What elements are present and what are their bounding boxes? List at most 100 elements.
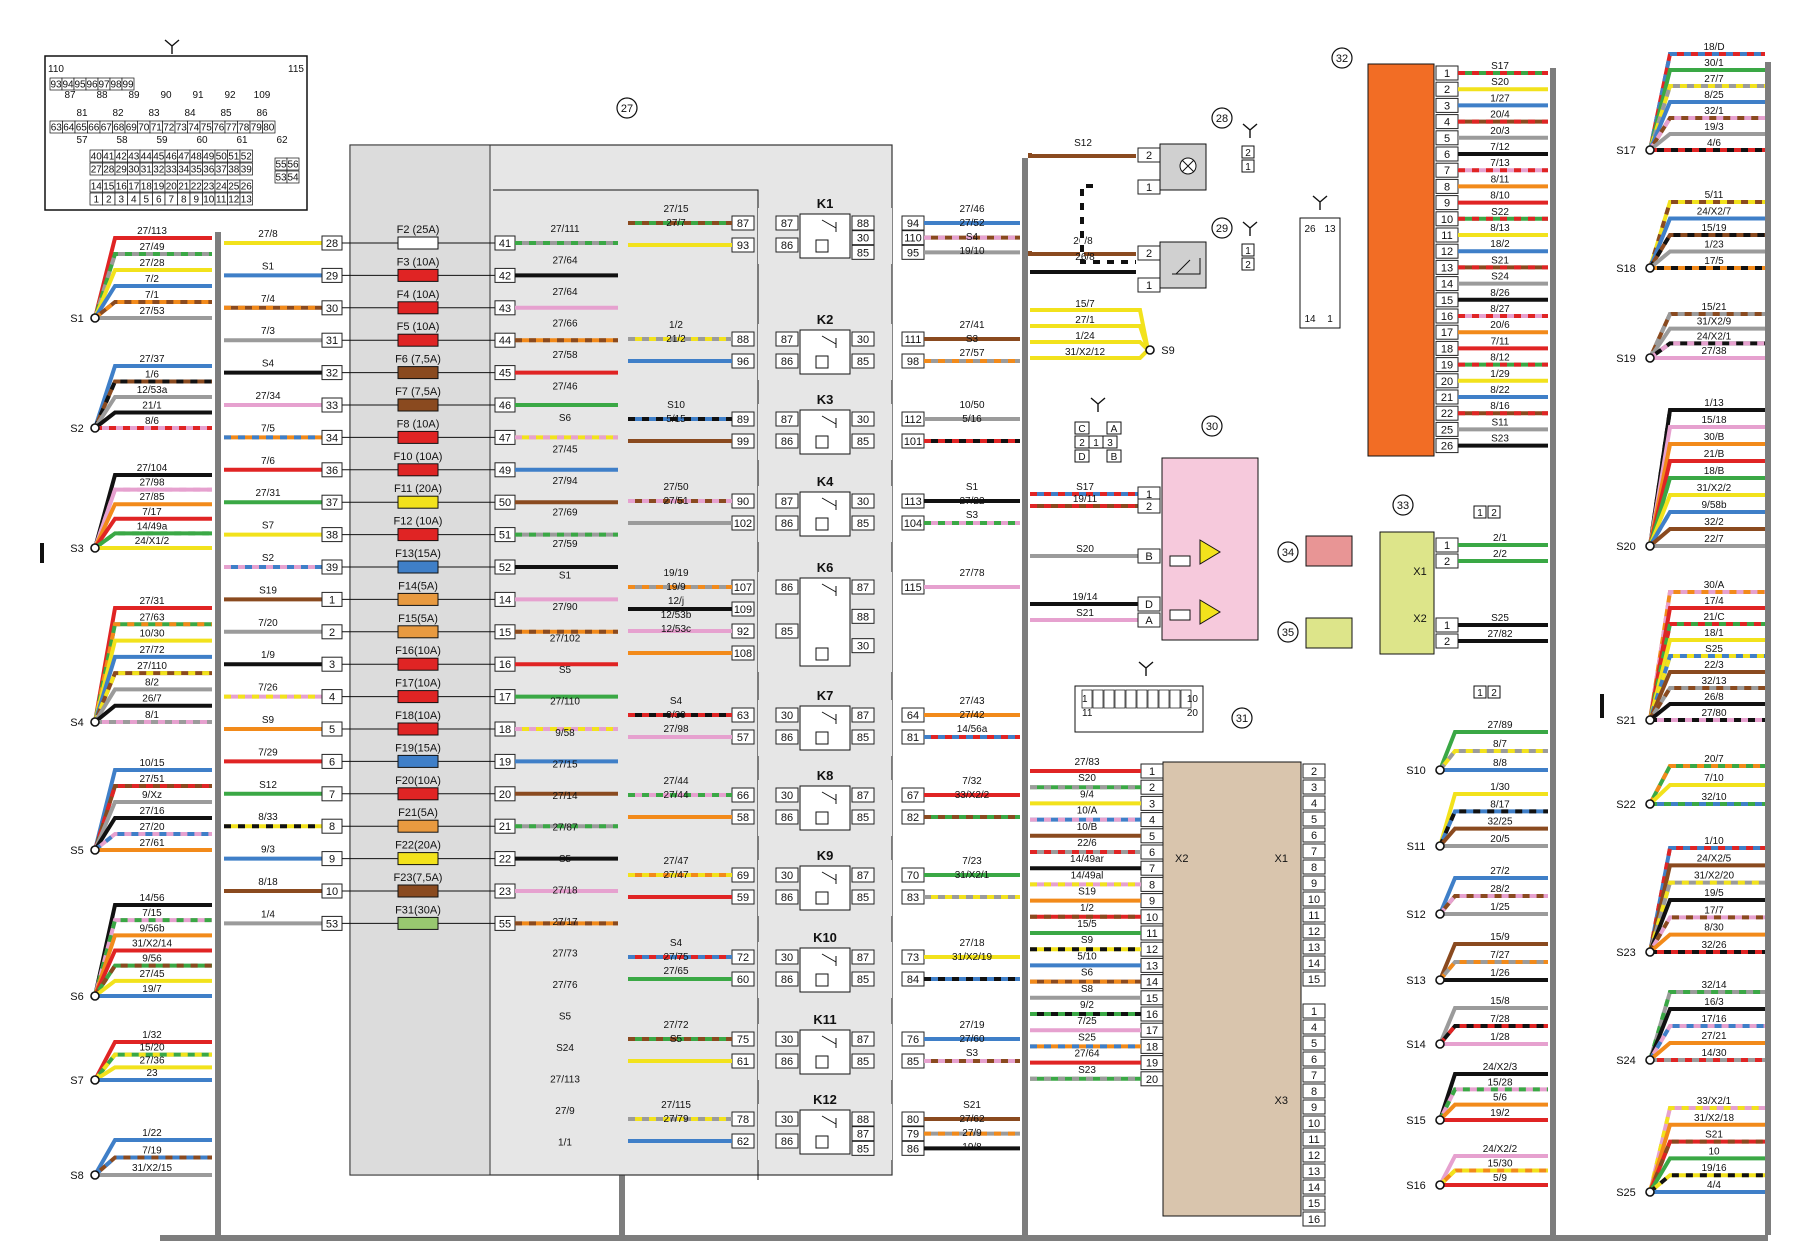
connector-cell-label: 66 <box>88 123 100 134</box>
x-right-pin-label: 8 <box>1311 862 1317 874</box>
comp32-wire-label: 8/16 <box>1490 401 1510 412</box>
relay-pin <box>775 1111 799 1127</box>
splice-wire-S15 <box>1438 1102 1548 1122</box>
wire-stripe <box>1648 686 1765 722</box>
relay-k6: K6 <box>758 560 892 672</box>
fuse-out-wire-label: 1/1 <box>558 1138 572 1149</box>
relay-out-wire-label: S3 <box>966 334 979 345</box>
relay-label: K7 <box>817 688 834 703</box>
splice-wire-label: 18/1 <box>1704 628 1724 639</box>
connector-cell-label: 54 <box>287 173 299 184</box>
fuse-17 <box>397 754 439 768</box>
comp31-plug-cell <box>1114 689 1126 709</box>
x-left-pin-label: 7 <box>1149 863 1155 875</box>
splice-wire-label: 17/7 <box>1704 905 1724 916</box>
wire-stripe <box>1648 654 1765 721</box>
fuse-out-wire-label: 27/14 <box>552 791 577 802</box>
splice-s2-label: S2 <box>70 423 83 435</box>
splice-wire-label: 24/X2/1 <box>1697 331 1732 342</box>
x-right-pin-label: 5 <box>1311 1038 1317 1050</box>
comp30-pin <box>1137 498 1161 514</box>
connector-cell <box>286 170 300 184</box>
mid-pin-22-label: 22 <box>499 854 511 866</box>
fuse-20 <box>397 852 439 866</box>
comp30-plug-cell <box>1106 449 1122 463</box>
wire-stripe <box>93 487 212 549</box>
splice-wire-S8 <box>93 1138 212 1176</box>
relay-label: K3 <box>817 392 834 407</box>
comp28-wire-label: S12 <box>1074 138 1092 149</box>
connector-cell-label: 85 <box>220 108 232 119</box>
relay-pin-label: 86 <box>781 582 793 594</box>
splice-wire-S7 <box>93 1040 212 1081</box>
splice-s23 <box>1645 947 1655 957</box>
relay-in-wire-label: 27/50 <box>663 482 688 493</box>
splice-s9-label: S9 <box>1161 345 1174 357</box>
relay-in-pin-label: 108 <box>734 648 752 660</box>
x-left-pin-label: 17 <box>1146 1025 1158 1037</box>
relay-in-wire-label: 27/115 <box>661 1100 691 1111</box>
splice-s13 <box>1435 975 1445 985</box>
fuse-label: F6 (7,5A) <box>395 354 441 366</box>
relay-out-wire-label: 27/22 <box>959 496 984 507</box>
relay-out-wire-label: 14/56a <box>957 724 988 735</box>
connector-cell-label: 86 <box>256 108 268 119</box>
splice-wire-label: 14/30 <box>1701 1048 1726 1059</box>
splice-wire-label: 1/30 <box>1490 782 1510 793</box>
splice-wire-label: 27/37 <box>139 354 164 365</box>
x-left-wire-label: S23 <box>1078 1065 1096 1076</box>
connector-cell-label: 53 <box>275 173 287 184</box>
splice-wire-label: 30/A <box>1704 580 1725 591</box>
relay-out-wire-label: 27/60 <box>959 1034 984 1045</box>
relay-pin-label: 85 <box>857 436 869 448</box>
relay-pin-label: 30 <box>857 334 869 346</box>
splice-wire-label: 7/2 <box>145 274 159 285</box>
fuse-out-wire-label: 27/17 <box>552 917 577 928</box>
splice-wire-label: 1/32 <box>142 1030 162 1041</box>
comp33-pin-label: 1 <box>1444 620 1450 632</box>
splice-wire-label: 14/56 <box>139 893 164 904</box>
connector-cell-label: 20 <box>166 182 178 193</box>
connector-cell-label: 17 <box>128 182 140 193</box>
relay-pin-label: 30 <box>857 233 869 245</box>
relay-pin <box>851 809 875 825</box>
relay-pin <box>851 230 875 246</box>
x-right-pin-label: 9 <box>1311 878 1317 890</box>
relay-pin <box>851 579 875 595</box>
relay-contact <box>821 497 837 510</box>
comp29-plug-cell <box>1241 243 1255 257</box>
relay-pin-label: 30 <box>781 870 793 882</box>
wire-stripe <box>1438 1024 1548 1046</box>
comp32-pin-label: 8 <box>1444 181 1450 193</box>
connector-cell-label: 12 <box>228 195 240 206</box>
x-left-wire-label: 14/49ar <box>1070 854 1105 865</box>
connector-cell-label: 79 <box>251 123 263 134</box>
splice-wire-label: 10 <box>1708 1146 1720 1157</box>
feed-wire-label: 7/26 <box>258 683 278 694</box>
connector-cell-label: 14 <box>91 182 103 193</box>
splice-wire-S6 <box>93 978 212 998</box>
relay-out-wire-label: 10/50 <box>959 400 984 411</box>
mid-pin-51-label: 51 <box>499 530 511 542</box>
comp29-switch-icon <box>1172 258 1201 275</box>
splice-wire-label: 8/7 <box>1493 739 1507 750</box>
x-left-wire-label: 27/64 <box>1074 1049 1099 1060</box>
callout-29-label: 29 <box>1216 223 1228 235</box>
feed-wire-label: S19 <box>259 585 277 596</box>
fuse-label: F23(7,5A) <box>394 872 443 884</box>
splice-wire-label: 22/3 <box>1704 660 1724 671</box>
relay-in-pin-label: 58 <box>737 812 749 824</box>
splice-wire-label: 24/X2/3 <box>1483 1062 1518 1073</box>
comp31-plug-label: 11 <box>1082 708 1093 719</box>
comp32-pin-label: 25 <box>1441 424 1453 436</box>
comp32-plug-label: 13 <box>1324 224 1336 235</box>
relay-pin-label: 88 <box>857 218 869 230</box>
splice-wire-label: 17/16 <box>1701 1014 1726 1025</box>
x-left-wire-label: 14/49al <box>1071 870 1104 881</box>
splice-wire-label: 16/3 <box>1704 997 1724 1008</box>
comp28-plug-cell <box>1241 145 1255 159</box>
relay-contact <box>821 871 837 884</box>
relay-contact <box>821 583 837 596</box>
